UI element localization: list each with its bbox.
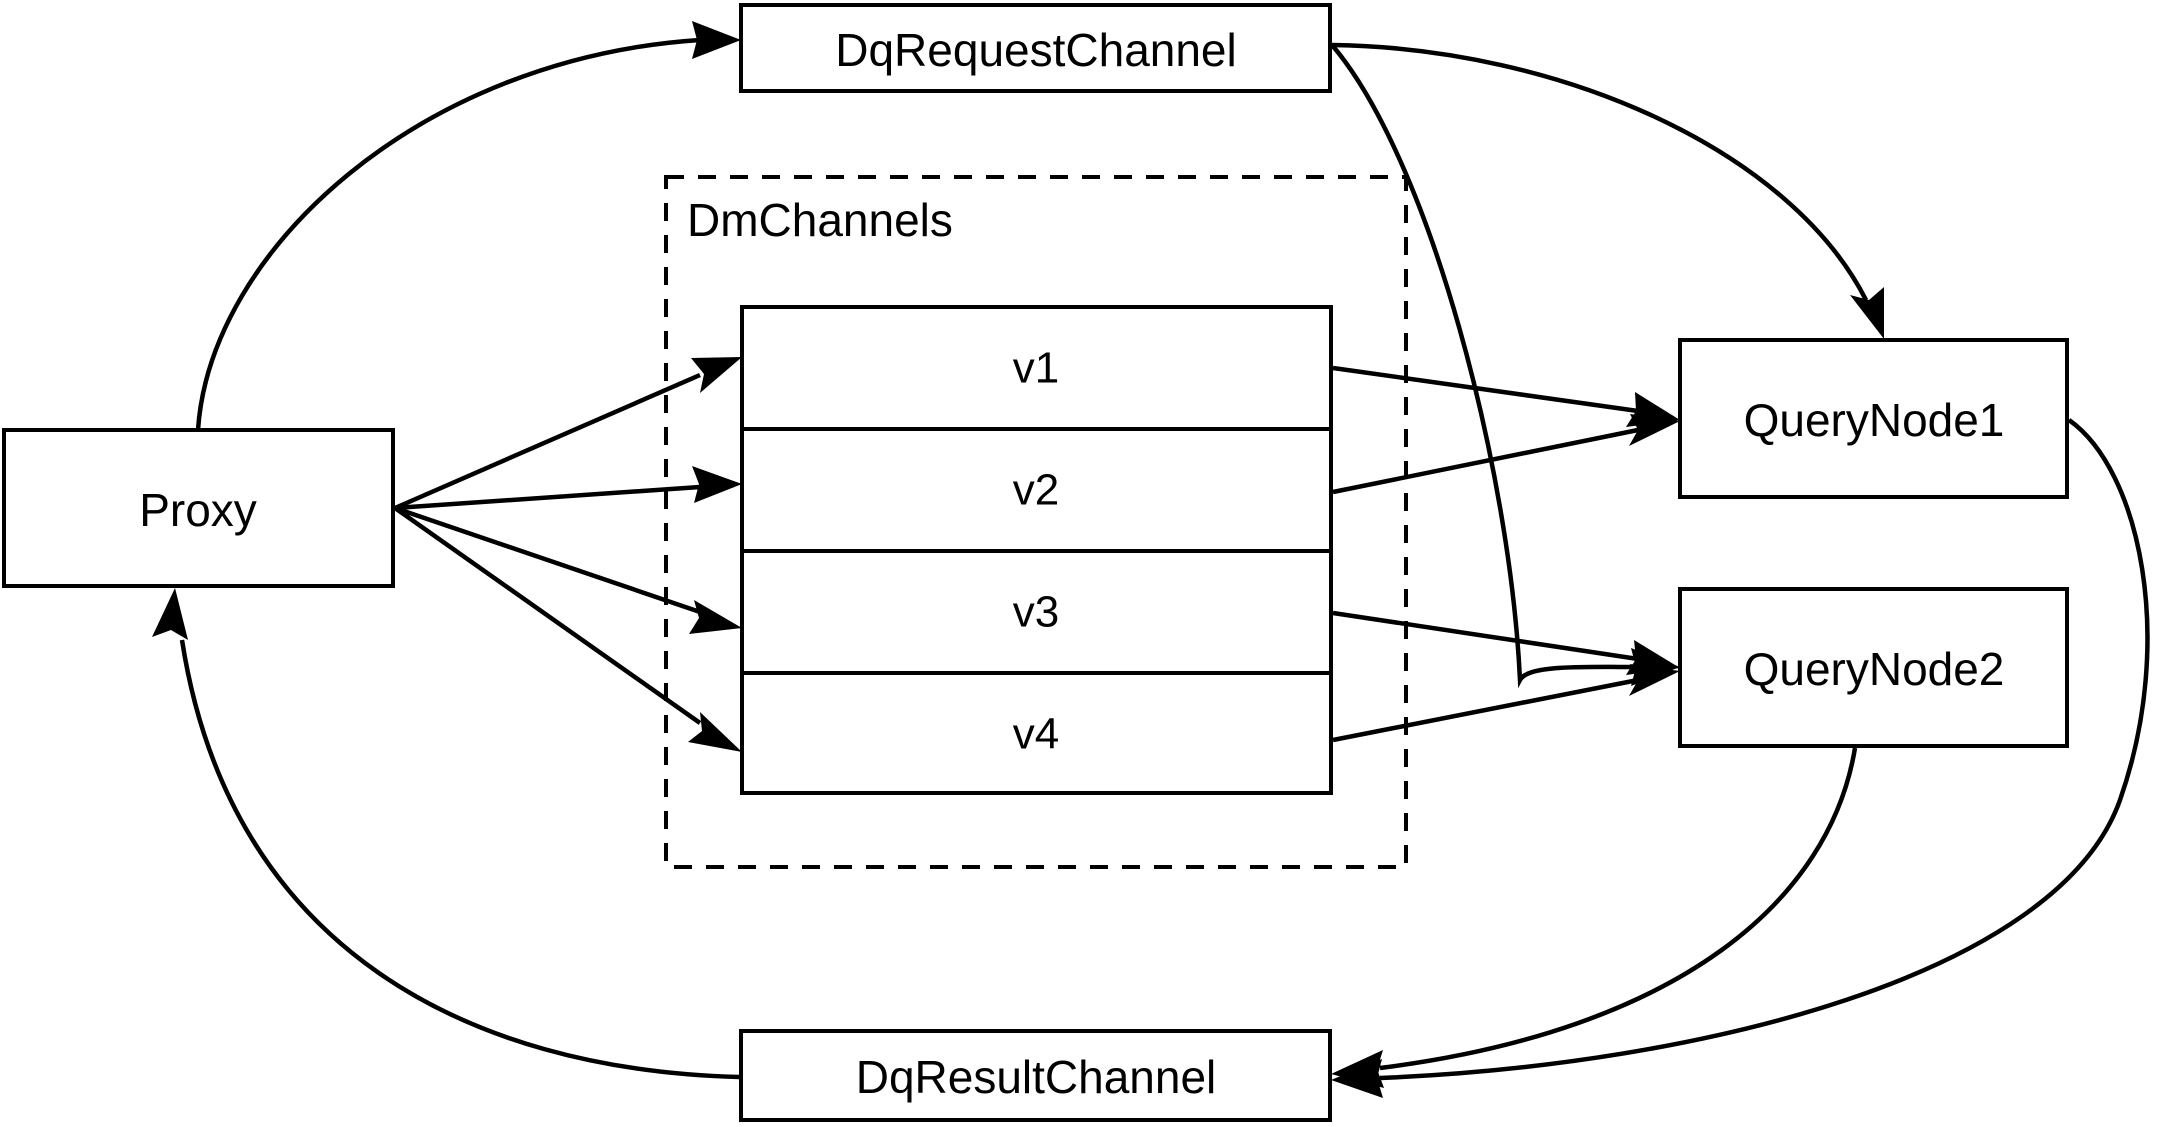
node-dqresultchannel-box[interactable] xyxy=(739,1029,1332,1122)
edge-v1-to-querynode1 xyxy=(1332,365,1680,427)
edge-line xyxy=(1332,365,1639,414)
edge-v2-to-querynode1 xyxy=(1332,414,1680,495)
node-querynode1[interactable]: QueryNode1 xyxy=(1678,338,2069,499)
edge-line xyxy=(393,506,702,725)
edge-proxy-to-v1 xyxy=(394,357,742,511)
node-querynode1-label: QueryNode1 xyxy=(1744,394,2005,446)
node-proxy-box[interactable] xyxy=(2,428,395,588)
edge-querynode1-to-dqresultchannel xyxy=(1331,418,2150,1098)
edge-line xyxy=(394,484,701,511)
node-dqrequestchannel-label: DqRequestChannel xyxy=(835,24,1237,76)
arrowhead xyxy=(692,466,742,503)
arrowhead xyxy=(692,21,741,59)
dmchannels-rows-box: v1 v2 v3 v4 xyxy=(740,305,1333,795)
arrowhead xyxy=(688,712,742,752)
edge-proxy-to-v2 xyxy=(394,466,742,511)
edge-line xyxy=(1332,677,1639,743)
node-dqresultchannel-label: DqResultChannel xyxy=(856,1051,1217,1103)
arrowhead xyxy=(1629,664,1680,696)
node-proxy-label: Proxy xyxy=(139,484,257,536)
edge-proxy-to-dqrequestchannel xyxy=(195,21,741,431)
edge-line xyxy=(1332,610,1639,662)
channel-row-v2[interactable]: v2 xyxy=(1013,466,1059,515)
node-querynode2-label: QueryNode2 xyxy=(1744,643,2005,695)
edge-line xyxy=(179,639,740,1080)
channel-row-v4[interactable]: v4 xyxy=(1013,710,1059,759)
edge-line xyxy=(195,37,701,431)
edge-proxy-to-v3 xyxy=(394,505,742,634)
edge-line xyxy=(1330,43,1638,689)
edge-line xyxy=(1332,427,1639,495)
node-proxy[interactable]: Proxy xyxy=(2,428,395,588)
dmchannels-group-label: DmChannels xyxy=(687,194,953,246)
dmchannels-group: DmChannels xyxy=(664,175,1408,869)
arrowhead xyxy=(689,600,742,634)
edge-dqresultchannel-to-proxy xyxy=(152,588,740,1080)
arrowhead xyxy=(1331,1050,1384,1088)
edge-line xyxy=(1331,42,1869,302)
dmchannels-group-border xyxy=(664,175,1408,869)
node-querynode2-box[interactable] xyxy=(1678,587,2069,748)
edge-proxy-to-v4 xyxy=(393,506,742,752)
edge-line xyxy=(394,372,701,511)
edge-dqrequestchannel-to-querynode1 xyxy=(1331,42,1884,339)
node-querynode1-box[interactable] xyxy=(1678,338,2069,499)
arrowhead xyxy=(691,357,742,393)
edge-querynode2-to-dqresultchannel xyxy=(1331,747,1858,1088)
node-dqresultchannel[interactable]: DqResultChannel xyxy=(739,1029,1332,1122)
node-dqrequestchannel[interactable]: DqRequestChannel xyxy=(739,3,1332,93)
edge-v4-to-querynode2 xyxy=(1332,664,1680,743)
arrowhead xyxy=(152,588,188,640)
arrowhead xyxy=(1850,287,1884,339)
channel-row-v3[interactable]: v3 xyxy=(1013,588,1059,637)
edge-line xyxy=(1379,747,1858,1071)
channel-row-v1[interactable]: v1 xyxy=(1013,344,1059,393)
arrowhead xyxy=(1629,414,1680,446)
node-dqrequestchannel-box[interactable] xyxy=(739,3,1332,93)
edge-line xyxy=(394,505,701,615)
edge-dqrequestchannel-to-querynode2 xyxy=(1330,43,1680,689)
edge-line xyxy=(1379,418,2150,1081)
node-querynode2[interactable]: QueryNode2 xyxy=(1678,587,2069,748)
